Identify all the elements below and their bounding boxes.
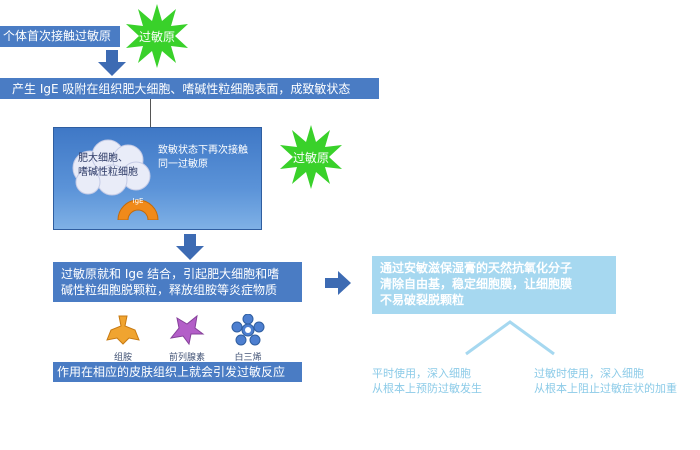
mediator-histamine: 组胺 bbox=[98, 314, 148, 364]
step3-line-2: 碱性粒细胞脱颗粒，释放组胺等炎症物质 bbox=[61, 283, 278, 297]
usage-right-line-2: 从根本上阻止过敏症状的加重 bbox=[534, 382, 677, 395]
usage-left-line-1: 平时使用，深入细胞 bbox=[372, 367, 471, 380]
starburst-icon bbox=[280, 125, 342, 189]
arrow-down-icon bbox=[98, 50, 126, 76]
arrow-down-icon bbox=[176, 234, 204, 260]
allergen-star-2: 过敏原 bbox=[278, 124, 344, 190]
step4-text: 作用在相应的皮肤组织上就会引发过敏反应 bbox=[57, 365, 286, 379]
gauge-label: IgE bbox=[132, 197, 144, 205]
prostaglandin-icon bbox=[169, 314, 205, 346]
info-line-2: 清除自由基，稳定细胞膜，让细胞膜 bbox=[380, 277, 573, 291]
starburst-icon bbox=[126, 4, 188, 68]
mediator-label: 组胺 bbox=[113, 353, 132, 363]
step1-box: 个体首次接触过敏原 bbox=[0, 26, 120, 47]
branch-lines bbox=[465, 320, 555, 356]
step2-box: 产生 IgE 吸附在组织肥大细胞、嗜碱性粒细胞表面，成致敏状态 bbox=[0, 78, 379, 99]
arrow-right-icon bbox=[325, 271, 351, 295]
info-line-3: 不易破裂脱颗粒 bbox=[380, 293, 465, 307]
mediator-label: 前列腺素 bbox=[168, 353, 205, 363]
step4-box: 作用在相应的皮肤组织上就会引发过敏反应 bbox=[53, 362, 302, 382]
panel-line-1: 致敏状态下再次接触 bbox=[158, 145, 248, 156]
connector-line bbox=[150, 99, 151, 127]
step3-box: 过敏原就和 Ige 结合，引起肥大细胞和嗜 碱性粒细胞脱颗粒，释放组胺等炎症物质 bbox=[53, 262, 302, 302]
cloud-text: 肥大细胞、 嗜碱性粒细胞 bbox=[78, 152, 148, 180]
leukotriene-icon bbox=[231, 313, 265, 346]
info-line-1: 通过安敏滋保湿膏的天然抗氧化分子 bbox=[380, 261, 573, 275]
usage-left: 平时使用，深入细胞 从根本上预防过敏发生 bbox=[372, 366, 482, 396]
usage-left-line-2: 从根本上预防过敏发生 bbox=[372, 382, 482, 395]
cloud-icon bbox=[72, 139, 151, 196]
usage-right: 过敏时使用，深入细胞 从根本上阻止过敏症状的加重 bbox=[534, 366, 700, 396]
histamine-icon bbox=[106, 315, 140, 345]
mediator-label: 白三烯 bbox=[234, 353, 262, 363]
mediator-leukotriene: 白三烯 bbox=[223, 313, 273, 364]
cloud-line-1: 肥大细胞、 bbox=[78, 153, 128, 164]
step1-text: 个体首次接触过敏原 bbox=[3, 29, 112, 43]
usage-right-line-1: 过敏时使用，深入细胞 bbox=[534, 367, 644, 380]
step2-text: 产生 IgE 吸附在组织肥大细胞、嗜碱性粒细胞表面，成致敏状态 bbox=[12, 82, 351, 96]
ige-gauge: IgE bbox=[116, 194, 160, 221]
info-box: 通过安敏滋保湿膏的天然抗氧化分子 清除自由基，稳定细胞膜，让细胞膜 不易破裂脱颗… bbox=[372, 256, 616, 314]
allergen-star-1: 过敏原 bbox=[124, 3, 190, 69]
star-1-label: 过敏原 bbox=[138, 29, 175, 44]
gauge-icon bbox=[117, 199, 159, 221]
panel-line-2: 同一过敏原 bbox=[158, 159, 208, 170]
star-2-label: 过敏原 bbox=[292, 150, 329, 165]
mediator-prostaglandin: 前列腺素 bbox=[162, 314, 212, 364]
panel-text: 致敏状态下再次接触 同一过敏原 bbox=[158, 144, 258, 172]
sensitized-panel: 肥大细胞、 嗜碱性粒细胞 致敏状态下再次接触 同一过敏原 IgE bbox=[53, 127, 262, 230]
cloud-line-2: 嗜碱性粒细胞 bbox=[78, 167, 138, 178]
step3-line-1: 过敏原就和 Ige 结合，引起肥大细胞和嗜 bbox=[61, 267, 280, 281]
